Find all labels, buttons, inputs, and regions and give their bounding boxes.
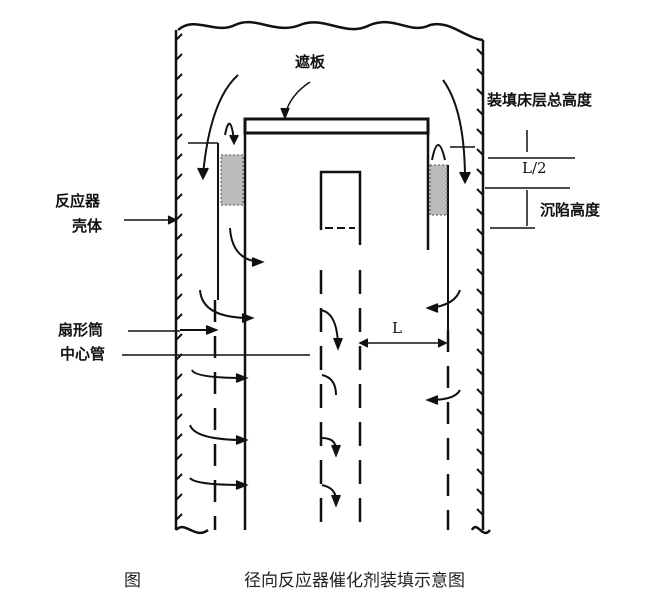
- label-total-bed-height: 装填床层总高度: [487, 91, 593, 109]
- label-center-pipe: 中心管: [60, 345, 106, 363]
- shell-hatching: [175, 33, 484, 521]
- label-reactor-shell-2: 壳体: [72, 217, 103, 235]
- shell-top-break: [177, 20, 484, 42]
- flow-arrows: [180, 74, 471, 508]
- label-scallop: 扇形筒: [58, 321, 104, 339]
- caption-figure: 图: [124, 571, 141, 591]
- label-baffle: 遮板: [295, 53, 326, 71]
- catalyst-left: [220, 154, 244, 206]
- catalyst-right: [429, 164, 448, 216]
- caption-title: 径向反应器催化剂装填示意图: [244, 571, 465, 591]
- label-half-l: L/2: [522, 159, 547, 177]
- label-reactor-shell-1: 反应器: [55, 192, 101, 210]
- shell-bottom-break: [175, 525, 209, 535]
- label-settling-height: 沉陷高度: [540, 201, 601, 219]
- baffle-plate: [243, 117, 430, 135]
- label-l: L: [392, 319, 402, 337]
- center-pipe: [319, 170, 362, 245]
